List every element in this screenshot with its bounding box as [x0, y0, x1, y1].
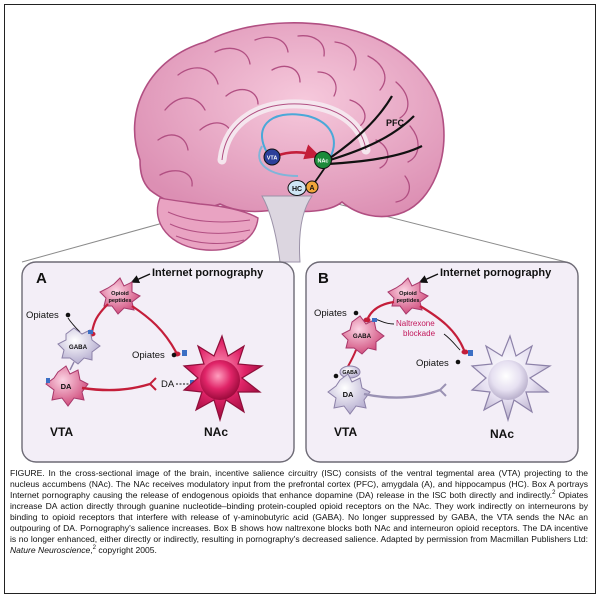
pathway-blue-loop: [261, 113, 335, 161]
nac-node: [314, 151, 332, 169]
pathway-pfc-3: [327, 145, 423, 166]
caption-ref-1: 2: [552, 490, 556, 497]
hc-node-label: HC: [292, 186, 302, 193]
panel-b-blockade-label-1: Naltrexone: [396, 319, 435, 328]
panel-b-da-axon: [363, 388, 441, 399]
cerebellum: [156, 197, 259, 251]
panel-b-opioid-label-2: peptides: [396, 298, 419, 304]
panel-b-opiates-lower: Opiates: [416, 358, 449, 369]
pathway-pfc-2: [329, 115, 415, 162]
caption-ref-2: 2: [92, 545, 97, 552]
panel-a-da-release-label: DA: [161, 379, 175, 390]
panel-b-gaba-upper-label: GABA: [353, 333, 372, 340]
panel-a-gaba-axon: [69, 361, 75, 371]
amygdala-node-label: A: [309, 185, 314, 192]
panel-b: B Internet pornography Opioid peptides O…: [305, 261, 579, 463]
panel-b-opiate-molecule-upper: [353, 310, 359, 316]
panel-a-stimulus-label: Internet pornography: [152, 267, 264, 279]
panel-b-gaba-neuron-upper: GABA: [341, 315, 385, 355]
panel-b-opiate-molecule-lower: [455, 359, 461, 365]
panel-b-blockade-label-2: blockade: [403, 329, 436, 338]
panel-a-gaba-label: GABA: [69, 344, 88, 351]
panel-a-gaba-receptor: [88, 330, 93, 334]
panel-a-nac-label: NAc: [204, 425, 228, 439]
panel-b-opioid-to-nac: [419, 305, 466, 351]
panel-b-stimulus-arrow: [418, 273, 439, 283]
panel-a-opiates-upper: Opiates: [26, 310, 59, 321]
panel-b-blockade-pointer-nac: [443, 333, 461, 351]
panel-b-opiates-upper: Opiates: [314, 308, 347, 319]
panel-a-da-axon: [81, 382, 151, 392]
panel-a-opioid-label-2: peptides: [108, 298, 131, 304]
nac-node-label: NAc: [317, 159, 328, 165]
caption-part-2: Opiates increase DA action directly thro…: [10, 490, 588, 544]
panel-b-nac-neuron: [468, 334, 552, 423]
panel-a-opioid-to-nac: [131, 305, 177, 353]
panel-b-da-terminal: [439, 383, 447, 397]
panel-b-nac-receptor: [468, 350, 473, 356]
panel-a-opiates-lower: Opiates: [132, 350, 165, 361]
panel-b-opiate-molecule-gaba: [333, 373, 339, 379]
panel-a-opiate-pointer-upper: [67, 317, 81, 333]
caption-part-1: FIGURE. In the cross-sectional image of …: [10, 468, 588, 500]
panel-a-nac-receptor-opioid: [182, 350, 187, 356]
pathway-pfc-1: [329, 95, 393, 159]
panel-b-gaba-receptor: [372, 318, 377, 322]
panel-b-da-neuron: DA: [327, 373, 371, 415]
panel-a-opiate-molecule-lower: [171, 352, 177, 358]
panel-a-opioid-neuron: Opioid peptides: [99, 277, 141, 315]
panel-b-opioid-to-gaba: [367, 300, 395, 319]
panel-a-stimulus-arrow: [130, 273, 151, 283]
panel-a-da-receptor: [46, 378, 50, 383]
figure-caption: FIGURE. In the cross-sectional image of …: [10, 468, 588, 555]
panel-a-da-terminal: [149, 377, 157, 391]
panel-b-da-neuron-label: DA: [343, 390, 354, 399]
panel-a-gaba-neuron: GABA: [57, 327, 101, 365]
panel-b-letter: B: [318, 270, 329, 287]
panel-a: A Internet pornography Opioid peptides O…: [21, 261, 295, 463]
panel-b-vta-label: VTA: [334, 425, 357, 439]
panel-a-opioid-label-1: Opioid: [111, 291, 129, 297]
figure-illustration: VTA NAc HC A PFC A Internet pornography …: [21, 22, 579, 463]
pathway-hc: [258, 145, 299, 177]
amygdala-node: [305, 180, 319, 194]
panel-b-opioid-label-1: Opioid: [399, 291, 417, 297]
panel-a-vta-label: VTA: [50, 425, 73, 439]
panel-a-opioid-to-gaba: [90, 303, 109, 333]
vta-node-label: VTA: [267, 156, 278, 162]
panel-b-stimulus-label: Internet pornography: [440, 267, 552, 279]
caption-journal: Nature Neuroscience: [10, 545, 91, 555]
vta-node: [263, 148, 281, 166]
panel-b-terminal-nac: [461, 349, 469, 355]
panel-b-gaba-neuron-lower: GABA: [339, 365, 361, 379]
panel-a-da-neuron: DA: [45, 365, 89, 407]
pfc-label: PFC: [386, 118, 405, 128]
caption-part-3: copyright 2005.: [96, 545, 157, 555]
brain-stem: [261, 195, 313, 263]
panel-a-opiate-molecule-upper: [65, 312, 71, 318]
brain-cross-section: VTA NAc HC A PFC: [21, 22, 567, 263]
panel-b-terminal-gaba: [363, 317, 371, 323]
panel-a-letter: A: [36, 270, 47, 287]
panel-a-nac-neuron: [182, 334, 264, 423]
panel-b-nac-label: NAc: [490, 427, 514, 441]
panel-b-opioid-neuron: Opioid peptides: [387, 277, 429, 315]
panel-b-gaba-lower-label: GABA: [342, 370, 358, 376]
panel-a-da-neuron-label: DA: [61, 382, 72, 391]
panel-a-box: [21, 261, 295, 463]
